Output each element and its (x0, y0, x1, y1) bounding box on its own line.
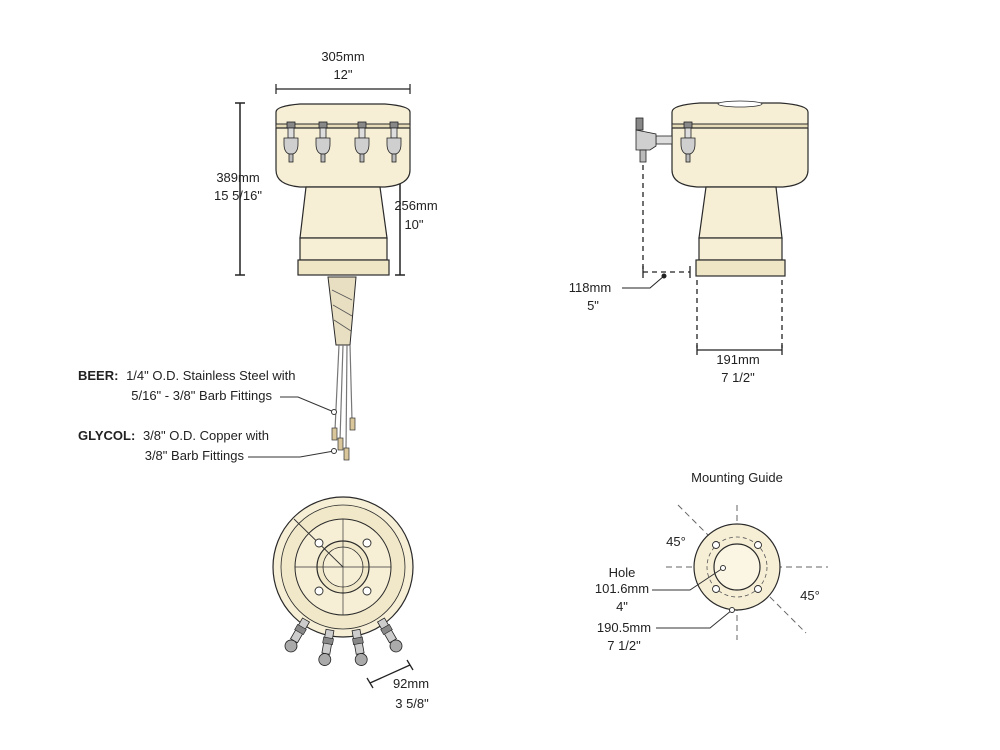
front-width-in: 12" (333, 67, 352, 82)
glycol-line1: 3/8" O.D. Copper with (143, 428, 269, 443)
beer-label: BEER: (78, 368, 118, 383)
top-spacing-mm: 92mm (393, 676, 429, 691)
faucet-icon (351, 628, 368, 666)
front-base-height-mm: 256mm (394, 198, 437, 213)
bolt-mm: 190.5mm (597, 620, 651, 635)
front-view: 305mm 12" 389mm 15 5/16" 256mm 10" (78, 49, 438, 463)
glycol-line2: 3/8" Barb Fittings (145, 448, 245, 463)
svg-text:GLYCOL: 3/8" O.D. Copp: GLYCOL: 3/8" O.D. Copper with (78, 428, 269, 443)
top-spacing-dimension: 92mm 3 5/8" (366, 659, 429, 711)
angle-right-label: 45° (800, 588, 820, 603)
faucet-icon (318, 628, 335, 666)
hole-label: Hole (609, 565, 636, 580)
side-offset-dimension: 118mm 5" (569, 165, 691, 313)
side-offset-in: 5" (587, 298, 599, 313)
hole-in: 4" (616, 599, 628, 614)
front-height-in: 15 5/16" (214, 188, 262, 203)
front-tower-body (275, 103, 411, 276)
side-base-width-mm: 191mm (716, 352, 759, 367)
top-view: 92mm 3 5/8" (272, 496, 429, 711)
mounting-guide: Mounting Guide 45° 45° Hole 101.6mm 4" 1… (595, 470, 828, 653)
faucet-icon (284, 617, 311, 653)
faucet-icon (376, 617, 403, 653)
side-base-width-in: 7 1/2" (721, 370, 755, 385)
side-base-width-dimension: 191mm 7 1/2" (696, 280, 783, 385)
glycol-label: GLYCOL: (78, 428, 135, 443)
top-faucets (284, 617, 403, 666)
mounting-guide-title: Mounting Guide (691, 470, 783, 485)
front-height-dimension: 389mm 15 5/16" (214, 102, 262, 276)
beer-line2: 5/16" - 3/8" Barb Fittings (131, 388, 272, 403)
side-faucet-icon (635, 117, 673, 163)
front-lines (327, 276, 357, 461)
beer-line1: 1/4" O.D. Stainless Steel with (126, 368, 295, 383)
side-offset-mm: 118mm (569, 280, 611, 295)
tubing-callouts: BEER: 1/4" O.D. Stainless Steel with 5/1… (78, 368, 337, 463)
front-base-height-in: 10" (404, 217, 423, 232)
top-spacing-in: 3 5/8" (395, 696, 429, 711)
front-height-mm: 389mm (216, 170, 259, 185)
svg-text:BEER: 1/4" O.D. Stainl: BEER: 1/4" O.D. Stainless Steel with (78, 368, 295, 383)
angle-top-label: 45° (666, 534, 686, 549)
front-width-dimension: 305mm 12" (275, 49, 411, 94)
bolt-in: 7 1/2" (607, 638, 641, 653)
side-tower-body (635, 100, 809, 277)
side-view: 118mm 5" 191mm 7 1/2" (569, 100, 809, 385)
front-width-mm: 305mm (321, 49, 364, 64)
hole-mm: 101.6mm (595, 581, 649, 596)
